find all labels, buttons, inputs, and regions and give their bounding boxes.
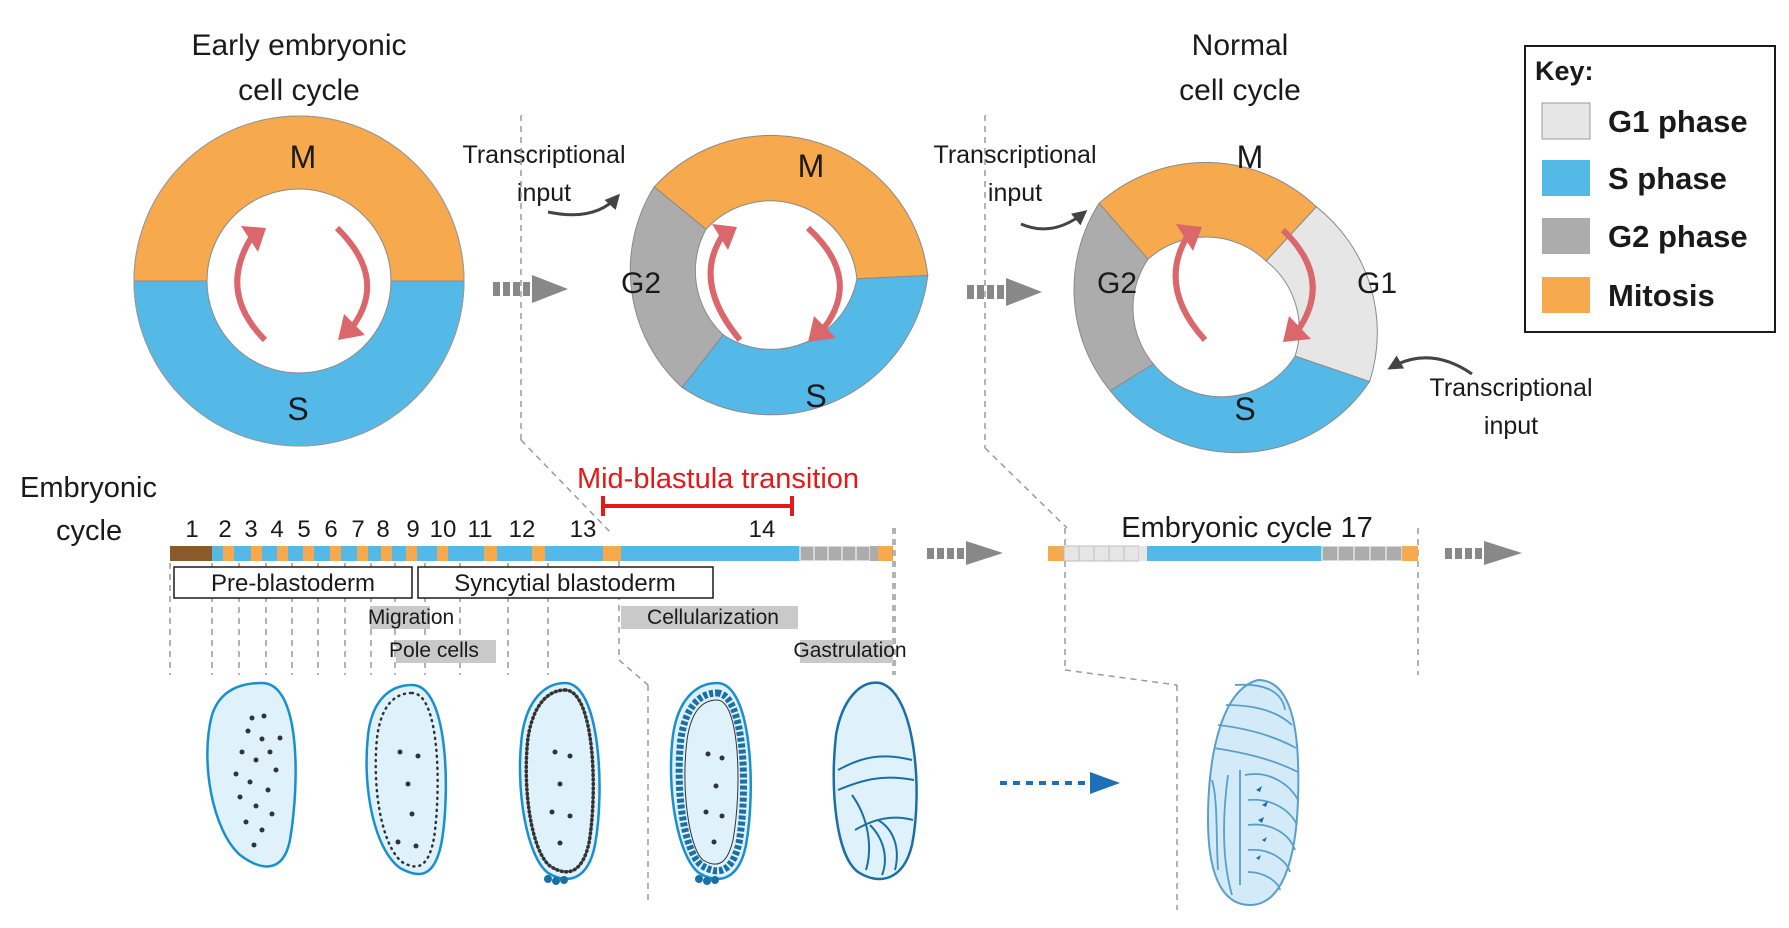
cycle-arrow-icon [805, 225, 843, 335]
transcriptional-input-2-line2: input [988, 179, 1042, 207]
key-swatch-g2 [1542, 218, 1590, 254]
key-swatch-mitosis [1542, 277, 1590, 313]
key-legend: Key: G1 phase S phase G2 phase Mitosis [1524, 45, 1776, 333]
embryo-segmented [1206, 678, 1300, 907]
transcriptional-input-1-line1: Transcriptional [462, 141, 625, 169]
embryo-pre-blastoderm [206, 681, 297, 868]
mbt-label: Mid-blastula transition [577, 463, 859, 495]
cycle-number: 2 [218, 516, 231, 543]
cycle-arrow-icon [1172, 230, 1208, 343]
embryo-cellularization [669, 681, 752, 885]
migration-label: Migration [368, 606, 454, 629]
early-title-line2: cell cycle [238, 74, 360, 107]
cycle-number: 9 [406, 516, 419, 543]
key-label-mitosis: Mitosis [1608, 278, 1715, 313]
cycle-arrow-icon [334, 225, 371, 332]
gastrulation-label: Gastrulation [793, 639, 906, 662]
normal-cycle-ring: M G2 G1 S [1073, 139, 1397, 454]
mbt-bracket [601, 496, 794, 516]
cellularization-bar [621, 606, 798, 629]
early-cycle-ring: M S [133, 115, 465, 447]
pre-blastoderm-label: Pre-blastoderm [211, 570, 375, 597]
normal-title-line2: cell cycle [1179, 74, 1301, 107]
key-label-g2: G2 phase [1608, 219, 1748, 254]
ring2-g2-segment [629, 186, 724, 389]
early-title-line1: Early embryonic [191, 29, 406, 62]
syncytial-blastoderm-label: Syncytial blastoderm [454, 570, 675, 597]
ring3-g2-label: G2 [1097, 267, 1137, 300]
ring1-m-label: M [290, 139, 317, 175]
cycle17-label: Embryonic cycle 17 [1121, 512, 1372, 544]
ring3-g2-segment [1073, 202, 1155, 392]
cycle-number: 10 [430, 516, 457, 543]
key-label-s: S phase [1608, 161, 1727, 196]
key-swatch-s [1542, 160, 1590, 196]
pre-blastoderm-box [173, 566, 413, 599]
cycle-arrow-icon [1280, 227, 1316, 335]
ring1-s-label: S [287, 391, 308, 427]
ring3-s-segment [1109, 355, 1371, 454]
cycle-number: 5 [297, 516, 310, 543]
transcriptional-input-2-line1: Transcriptional [933, 141, 1096, 169]
pole-cells-bar [396, 640, 496, 663]
ring2-s-segment [681, 274, 929, 416]
dashed-arrow-icon [493, 275, 568, 303]
embryonic-cycle-label-line1: Embryonic [20, 472, 157, 504]
cycle-number: 13 [570, 516, 597, 543]
ring3-s-label: S [1234, 391, 1255, 427]
syncytial-blastoderm-box [417, 566, 714, 599]
transcriptional-input-1-line2: input [517, 179, 571, 207]
cycle-number: 3 [244, 516, 257, 543]
cycle-number: 1 [185, 516, 198, 543]
transcription-arrow-icon [1387, 355, 1473, 376]
gastrulation-bar [800, 640, 893, 663]
dashed-arrow-icon [1445, 541, 1522, 565]
embryonic-cycle-label-line2: cycle [56, 515, 122, 547]
ring3-g1-segment [1265, 206, 1378, 383]
ring2-s-label: S [805, 378, 826, 414]
cycle-number: 14 [749, 516, 776, 543]
cellularization-label: Cellularization [647, 606, 779, 629]
intermediate-cycle-ring: M G2 S [621, 134, 929, 416]
ring2-m-segment [653, 134, 929, 280]
cycle-number-labels: 1 2 3 4 5 6 7 8 9 10 11 12 13 14 [185, 516, 775, 543]
pole-cells-label: Pole cells [389, 639, 479, 662]
ring2-m-label: M [798, 148, 825, 184]
embryo-migration [365, 683, 448, 876]
cycle-number: 7 [351, 516, 364, 543]
cycle-number: 8 [376, 516, 389, 543]
transcription-arrow-icon [547, 193, 620, 217]
cycle-number: 12 [509, 516, 536, 543]
timeline-bar [170, 545, 893, 562]
cycle1-segment [170, 546, 212, 561]
key-swatch-g1 [1541, 102, 1591, 140]
embryo-syncytial [518, 681, 601, 885]
ring3-g1-label: G1 [1357, 267, 1397, 300]
cycle17-bar [1048, 545, 1418, 562]
cycle-arrow-icon [234, 230, 268, 343]
ring2-g2-label: G2 [621, 267, 661, 300]
normal-title-line1: Normal [1192, 29, 1289, 62]
ring3-m-label: M [1237, 139, 1264, 175]
dashed-arrow-icon [927, 541, 1003, 565]
key-label-g1: G1 phase [1608, 104, 1748, 139]
cycle-number: 11 [468, 516, 493, 543]
dashed-arrow-icon [967, 278, 1042, 306]
transcriptional-input-3-line1: Transcriptional [1429, 374, 1592, 402]
cycle-arrow-icon [707, 230, 743, 342]
migration-bar [370, 606, 430, 629]
transcription-arrow-icon [1020, 210, 1088, 231]
embryo-gastrulation [832, 681, 918, 881]
cycle-number: 6 [324, 516, 337, 543]
transcriptional-input-3-line2: input [1484, 412, 1538, 440]
dashed-arrow-icon [1000, 772, 1120, 794]
key-title: Key: [1535, 56, 1594, 86]
connector-lines [520, 115, 1419, 910]
cycle-number: 4 [270, 516, 283, 543]
